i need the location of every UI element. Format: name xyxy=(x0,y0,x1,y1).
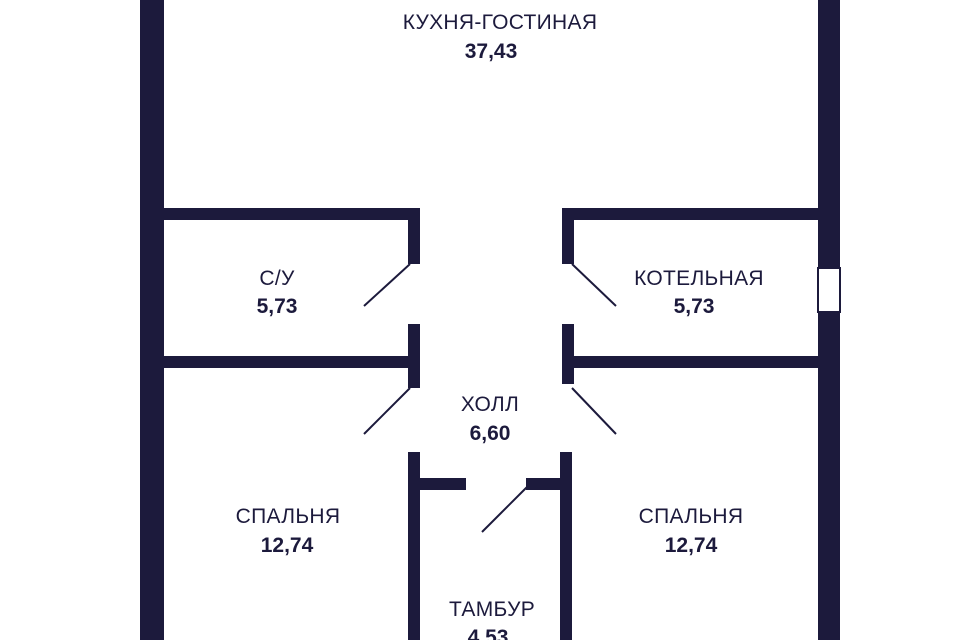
wall-boiler-left-lower xyxy=(562,324,574,384)
room-area-boiler-room: 5,73 xyxy=(674,295,715,318)
room-name-boiler-room: КОТЕЛЬНАЯ xyxy=(634,267,764,290)
walls xyxy=(140,0,840,640)
wall-vestibule-left xyxy=(408,452,420,640)
door-swings xyxy=(363,263,617,533)
room-name-kitchen-living: КУХНЯ-ГОСТИНАЯ xyxy=(403,11,598,34)
wall-boiler-left-upper xyxy=(562,208,574,264)
room-name-bedroom-left: СПАЛЬНЯ xyxy=(236,505,341,528)
door-bedroom-left xyxy=(363,387,411,435)
room-area-bathroom: 5,73 xyxy=(257,295,298,318)
room-name-bedroom-right: СПАЛЬНЯ xyxy=(639,505,744,528)
door-vestibule xyxy=(481,485,529,533)
wall-bedroom-left-door-jamb xyxy=(408,356,420,388)
door-boiler-room xyxy=(571,263,617,307)
room-labels: КУХНЯ-ГОСТИНАЯ 37,43 С/У 5,73 КОТЕЛЬНАЯ … xyxy=(236,11,764,640)
wall-vestibule-top-left xyxy=(420,478,466,490)
door-bathroom xyxy=(363,263,411,307)
room-name-vestibule: ТАМБУР xyxy=(449,598,535,621)
wall-bathroom-bottom xyxy=(164,356,420,368)
wall-bathroom-right-upper xyxy=(408,208,420,264)
room-area-kitchen-living: 37,43 xyxy=(465,40,518,63)
wall-bathroom-top xyxy=(164,208,420,220)
room-area-hall: 6,60 xyxy=(470,422,511,445)
outer-wall-left xyxy=(140,0,164,640)
wall-vestibule-top-right xyxy=(526,478,560,490)
room-area-bedroom-right: 12,74 xyxy=(665,534,718,557)
room-area-bedroom-left: 12,74 xyxy=(261,534,314,557)
room-area-vestibule: 4,53 xyxy=(468,626,509,640)
room-name-bathroom: С/У xyxy=(259,267,295,290)
wall-vestibule-right xyxy=(560,452,572,640)
wall-boiler-bottom xyxy=(574,356,818,368)
door-bedroom-right xyxy=(571,387,617,435)
outer-wall-right-upper xyxy=(818,0,840,268)
window xyxy=(817,267,841,313)
wall-boiler-top xyxy=(562,208,818,220)
outer-wall-right-lower xyxy=(818,312,840,640)
room-name-hall: ХОЛЛ xyxy=(461,393,519,416)
